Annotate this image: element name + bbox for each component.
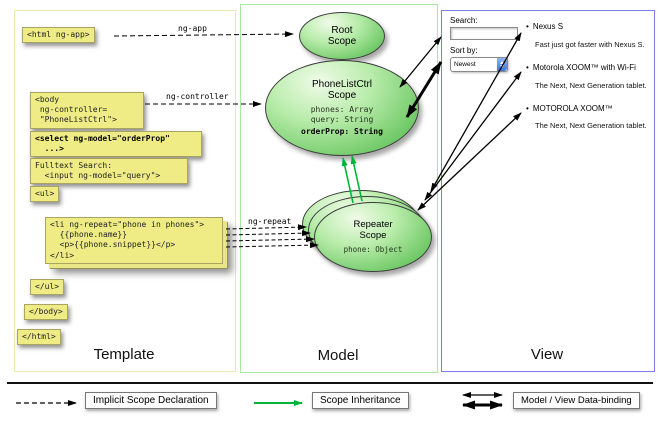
phone-item-desc: The Next, Next Generation tablet. <box>535 81 647 90</box>
bullet-icon <box>526 104 533 113</box>
code-html-close: </html> <box>17 329 61 346</box>
code-fulltext-search: Fulltext Search: <input ng-model="query"… <box>30 158 188 185</box>
phone-item-title-text: MOTOROLA XOOM™ <box>532 104 613 113</box>
code-ul-close: </ul> <box>30 279 65 296</box>
legend-divider <box>7 382 653 384</box>
repeater-scope-ellipse: Repeater Scope phone: Object <box>314 202 432 272</box>
phone-item-desc: Fast just got faster with Nexus S. <box>535 40 645 49</box>
phonelistctrl-scope-title: PhoneListCtrl Scope <box>311 78 373 102</box>
sort-dropdown[interactable]: Newest <box>450 57 508 72</box>
code-body-close: </body> <box>24 304 68 321</box>
root-scope-ellipse: Root Scope <box>299 12 385 60</box>
root-scope-title: Root Scope <box>327 24 357 48</box>
code-li-repeat: <li ng-repeat="phone in phones"> {{phone… <box>45 217 223 264</box>
search-input[interactable] <box>450 27 518 40</box>
phone-item-title-text: Nexus S <box>532 22 564 31</box>
template-column-label: Template <box>93 346 155 363</box>
sort-dropdown-arrows-icon <box>497 58 507 71</box>
view-column-label: View <box>530 346 564 363</box>
ng-controller-label: ng-controller <box>166 92 229 101</box>
repeater-scope-title: Repeater Scope <box>353 218 393 241</box>
code-body-open: <body ng-controller= "PhoneListCtrl"> <box>30 92 144 129</box>
search-label: Search: <box>450 16 478 25</box>
phonelistctrl-scope-ellipse: PhoneListCtrl Scope phones: Array query:… <box>265 60 419 156</box>
databinding-arrows-icon <box>462 392 503 410</box>
bullet-icon <box>526 63 533 72</box>
phone-item-title: Motorola XOOM™ with Wi-Fi <box>526 63 636 72</box>
code-select: <select ng-model="orderProp" ...> <box>30 131 202 158</box>
bullet-icon <box>526 22 533 31</box>
phonelistctrl-scope-orderprop: orderProp: String <box>301 126 383 136</box>
repeater-scope-prop: phone: Object <box>343 244 403 254</box>
phone-item-desc: The Next, Next Generation tablet. <box>535 121 647 130</box>
phonelistctrl-scope-props: phones: Array query: String <box>310 104 374 125</box>
phone-item-title: MOTOROLA XOOM™ <box>526 104 613 113</box>
sort-label: Sort by: <box>450 46 478 55</box>
phone-item-title-text: Motorola XOOM™ with Wi-Fi <box>532 63 636 72</box>
green-arrow-icon <box>254 400 303 406</box>
sort-dropdown-value: Newest <box>454 61 476 68</box>
phone-item-title: Nexus S <box>526 22 563 31</box>
model-column-label: Model <box>317 347 359 364</box>
dashed-arrow-icon <box>16 400 77 406</box>
code-html-open: <html ng-app> <box>22 27 95 44</box>
ng-repeat-label: ng-repeat <box>248 217 292 226</box>
legend-data-binding: Model / View Data-binding <box>513 392 640 409</box>
code-ul-open: <ul> <box>30 186 60 203</box>
legend-scope-inheritance: Scope Inheritance <box>312 392 409 409</box>
legend-implicit-scope: Implicit Scope Declaration <box>85 392 217 409</box>
ng-app-label: ng-app <box>178 24 207 33</box>
